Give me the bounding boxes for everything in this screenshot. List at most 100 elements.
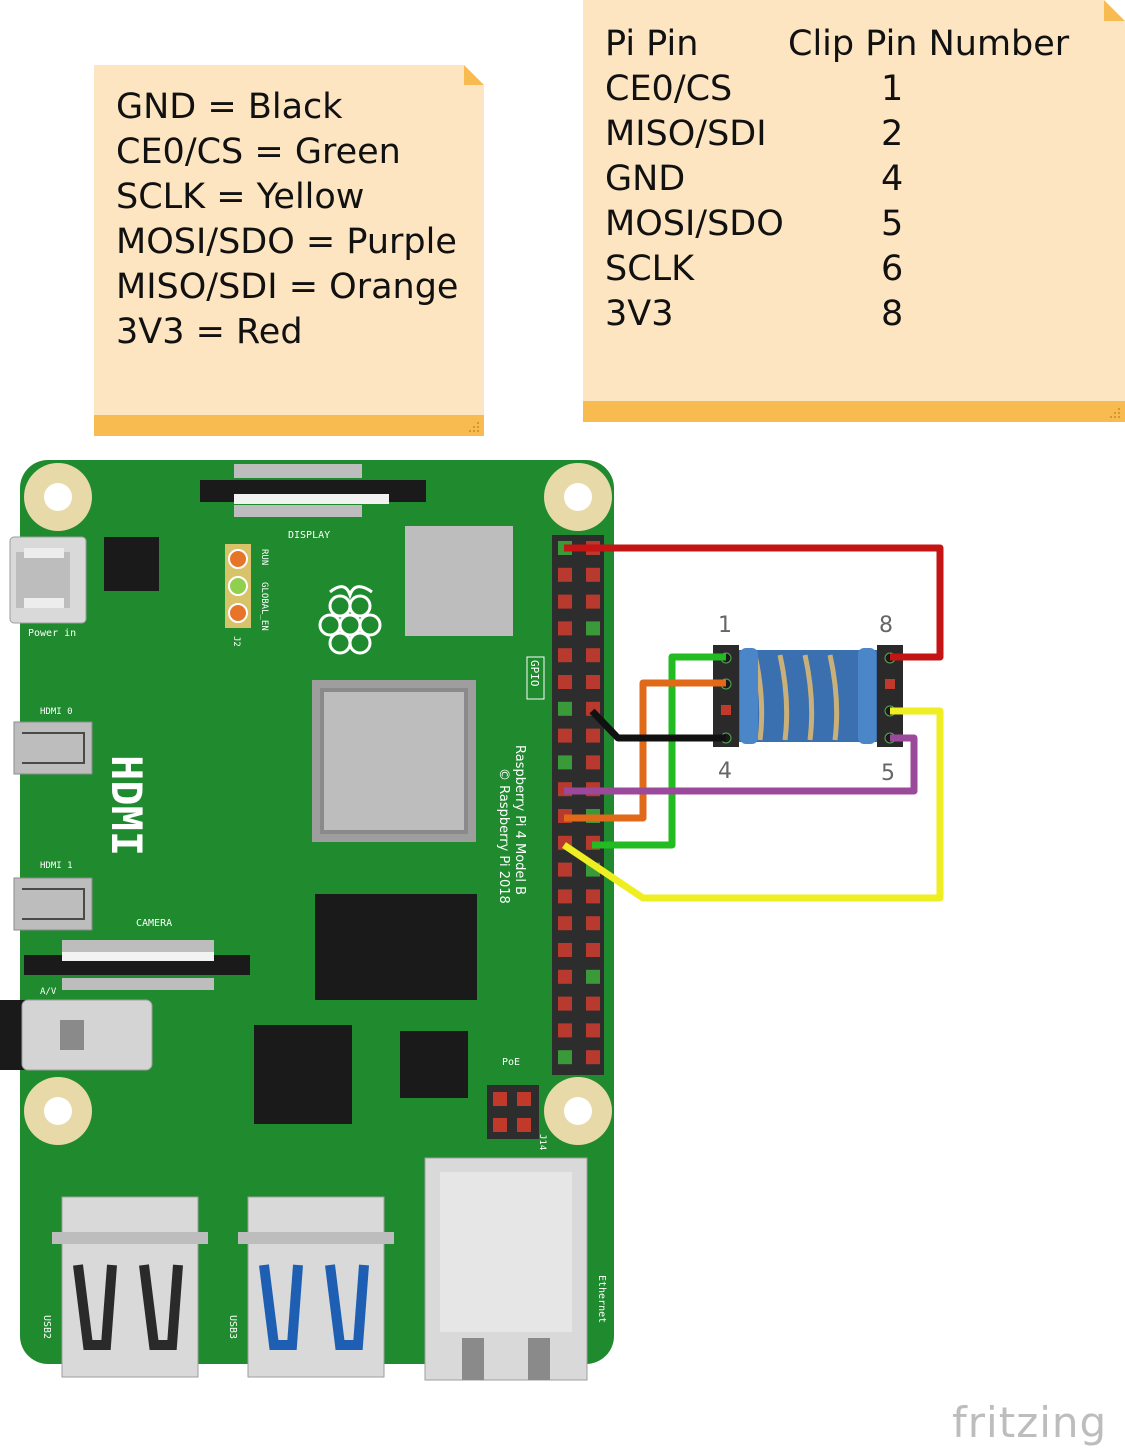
- camera-label: CAMERA: [136, 918, 172, 929]
- gpio-pin: [586, 594, 600, 609]
- usb3-port: [238, 1196, 394, 1378]
- row-pi-pin: MISO/SDI: [605, 114, 767, 154]
- row-pi-pin: SCLK: [605, 249, 695, 289]
- gpio-pin: [586, 996, 600, 1011]
- gpio-label-box: [526, 656, 545, 700]
- row-clip-pin: 5: [881, 204, 904, 244]
- gpio-pin: [586, 1050, 600, 1065]
- gpio-pin: [558, 594, 572, 609]
- gpio-pin: [558, 889, 572, 904]
- gpio-pin: [558, 648, 572, 663]
- resize-grip-icon[interactable]: [1109, 407, 1121, 419]
- clip-pin-4-label: 4: [718, 759, 732, 784]
- row-pi-pin: CE0/CS: [605, 69, 733, 109]
- usb2-label: USB2: [41, 1315, 52, 1339]
- row-pi-pin: 3V3: [605, 294, 674, 334]
- hdmi1-port: [13, 877, 93, 931]
- wifi-module: [405, 526, 513, 636]
- gpio-pin: [558, 996, 572, 1011]
- gpio-pin: [586, 916, 600, 931]
- wire-gnd[interactable]: [589, 708, 726, 742]
- raspberry-logo-icon: [318, 585, 382, 655]
- row-clip-pin: 4: [881, 159, 904, 199]
- gpio-pin: [558, 621, 572, 636]
- hdmi0-port: [13, 721, 93, 775]
- model-label: Raspberry Pi 4 Model B: [512, 745, 527, 895]
- gpio-pin: [586, 1023, 600, 1038]
- gpio-header: [552, 535, 604, 1075]
- mounting-hole: [24, 463, 92, 531]
- j2-label: J2: [231, 636, 241, 647]
- av-jack: [0, 999, 153, 1071]
- row-clip-pin: 8: [881, 294, 904, 334]
- legend-miso: MISO/SDI = Orange: [116, 267, 459, 307]
- usb2-port: [52, 1196, 208, 1378]
- gpio-label: GPIO: [528, 660, 541, 687]
- power-in-label: Power in: [28, 628, 76, 639]
- legend-note: GND = Black CE0/CS = Green SCLK = Yellow…: [94, 65, 484, 436]
- gpio-pin: [558, 755, 572, 770]
- legend-mosi: MOSI/SDO = Purple: [116, 222, 457, 262]
- wire-sclk[interactable]: [562, 707, 944, 902]
- hdmi0-label: HDMI 0: [40, 707, 73, 717]
- hdmi1-label: HDMI 1: [40, 861, 73, 871]
- note-fold: [1104, 0, 1125, 21]
- ethernet-label: Ethernet: [596, 1275, 607, 1323]
- clip-pin-8-label: 8: [879, 613, 893, 638]
- chip: [104, 537, 159, 591]
- resize-grip-icon[interactable]: [468, 421, 480, 433]
- poe-label: PoE: [502, 1057, 520, 1068]
- mounting-hole: [544, 463, 612, 531]
- ram-chip: [315, 894, 477, 1000]
- soic-clip: [713, 645, 903, 747]
- gpio-pin: [558, 1023, 572, 1038]
- copyright-label: © Raspberry Pi 2018: [496, 768, 511, 904]
- header-clip-pin: Clip Pin Number: [788, 24, 1070, 64]
- legend-gnd: GND = Black: [116, 87, 343, 127]
- gpio-pin: [586, 648, 600, 663]
- global-en-label: GLOBAL_EN: [259, 582, 269, 631]
- av-label: A/V: [40, 987, 57, 997]
- usb3-label: USB3: [227, 1315, 238, 1339]
- gpio-pin: [586, 889, 600, 904]
- j2-header: [225, 544, 251, 628]
- gpio-pin: [558, 567, 572, 582]
- gpio-pin: [558, 728, 572, 743]
- mounting-hole: [544, 1077, 612, 1145]
- row-pi-pin: GND: [605, 159, 686, 199]
- gpio-pin: [558, 1050, 572, 1065]
- poe-header: [487, 1085, 539, 1139]
- ethernet-port: [424, 1157, 588, 1381]
- row-pi-pin: MOSI/SDO: [605, 204, 784, 244]
- clip-pin-5-label: 5: [881, 761, 895, 786]
- fritzing-logo: fritzing: [952, 1398, 1108, 1447]
- wire-3v3[interactable]: [564, 544, 944, 661]
- gpio-pin: [586, 728, 600, 743]
- pin-table-note: Pi Pin Clip Pin Number CE0/CS 1 MISO/SDI…: [583, 0, 1125, 422]
- gpio-pin: [558, 916, 572, 931]
- chip: [400, 1031, 468, 1098]
- gpio-pin: [586, 675, 600, 689]
- gpio-pin: [558, 675, 572, 689]
- gpio-pin: [558, 862, 572, 877]
- row-clip-pin: 1: [881, 69, 904, 109]
- soc-chip: [312, 680, 476, 842]
- note-bottom-bar: [583, 401, 1125, 422]
- wire-mosi[interactable]: [564, 734, 918, 795]
- wire-miso[interactable]: [564, 679, 726, 822]
- gpio-pin: [586, 567, 600, 582]
- wire-ce0[interactable]: [592, 653, 726, 849]
- row-clip-pin: 2: [881, 114, 904, 154]
- legend-lines: GND = Black CE0/CS = Green SCLK = Yellow…: [116, 85, 458, 355]
- run-label: RUN: [259, 549, 269, 565]
- gpio-pin: [586, 621, 600, 636]
- note-bottom-bar: [94, 415, 484, 436]
- legend-sclk: SCLK = Yellow: [116, 177, 365, 217]
- gpio-pin: [586, 943, 600, 957]
- chip: [254, 1025, 352, 1124]
- mounting-hole: [24, 1077, 92, 1145]
- row-clip-pin: 6: [881, 249, 904, 289]
- legend-3v3: 3V3 = Red: [116, 312, 303, 352]
- header-pi-pin: Pi Pin: [605, 24, 699, 64]
